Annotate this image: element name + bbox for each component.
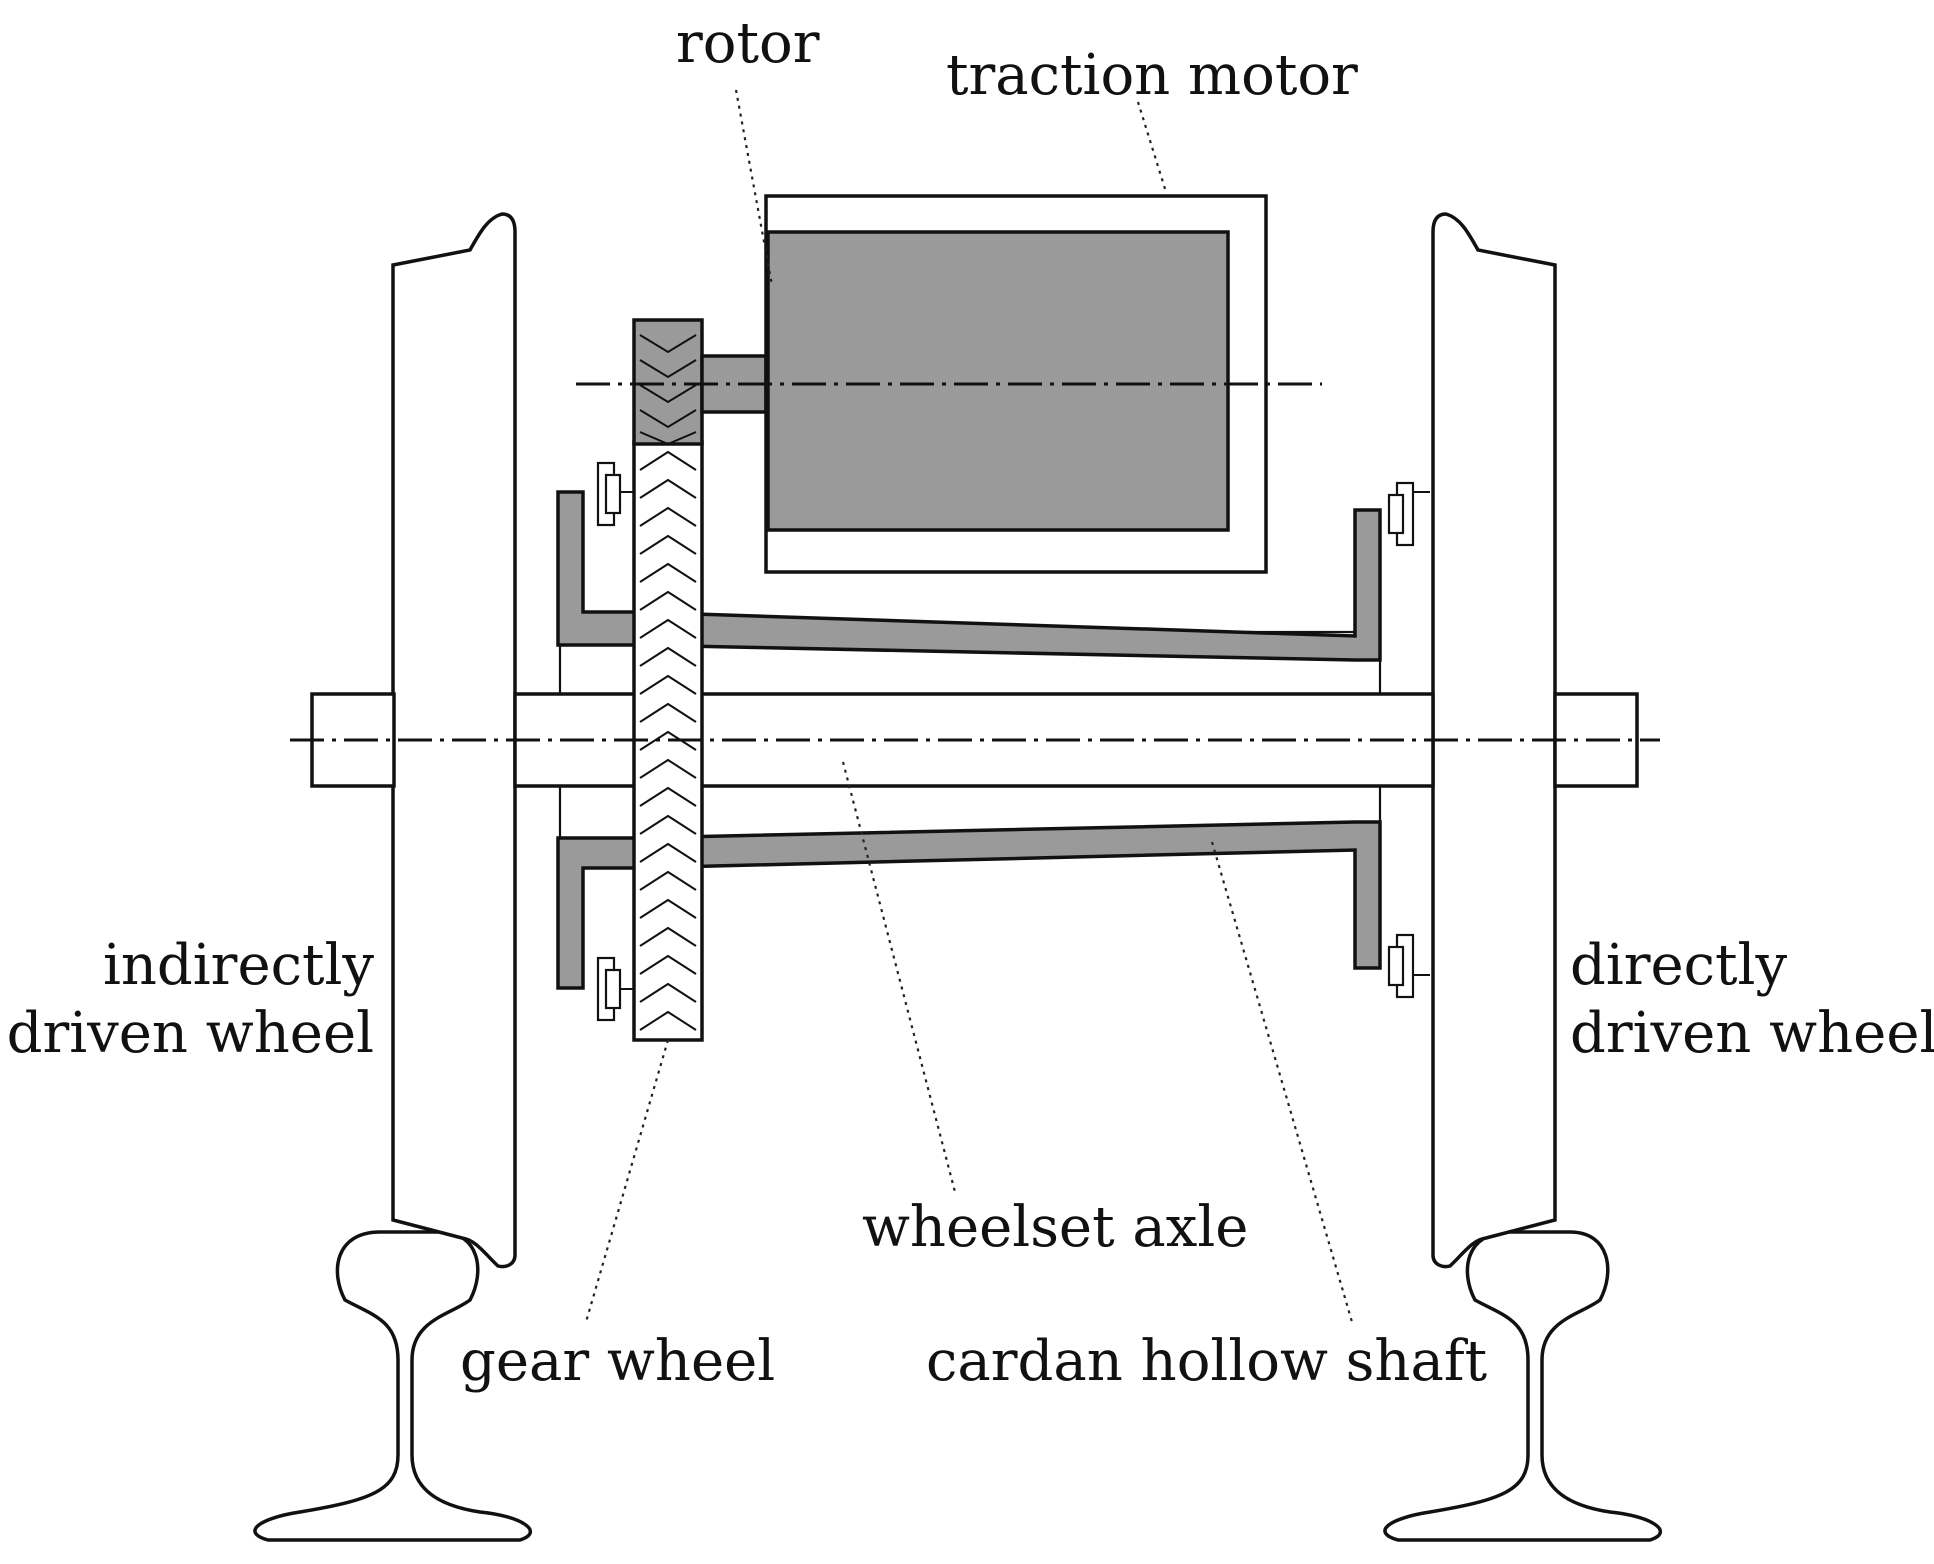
label-indirectly-driven-wheel-line1: indirectly [103, 933, 374, 998]
label-gear-wheel: gear wheel [460, 1329, 775, 1394]
gear-tooth [639, 506, 697, 527]
gear-tooth [639, 786, 697, 807]
coupling-elements [596, 461, 1430, 1022]
gear-tooth [639, 814, 697, 835]
coupling-element [1387, 481, 1430, 547]
label-indirectly-driven-wheel-line2: driven wheel [7, 1001, 374, 1066]
gear-tooth [639, 758, 697, 779]
gear-teeth [639, 450, 697, 1031]
label-directly-driven-wheel-line2: driven wheel [1570, 1001, 1934, 1066]
gear-tooth [639, 842, 697, 863]
gear-tooth [639, 954, 697, 975]
gear-tooth [639, 702, 697, 723]
coupling-element [596, 461, 636, 527]
label-cardan-hollow-shaft: cardan hollow shaft [926, 1329, 1488, 1394]
label-rotor: rotor [676, 11, 820, 76]
coupling-element [1387, 933, 1430, 999]
left-rail [253, 1230, 533, 1542]
coupling-element [596, 956, 636, 1022]
leader-rotor [734, 89, 774, 286]
gear-tooth [639, 562, 697, 583]
gear-tooth [639, 646, 697, 667]
gear-tooth [639, 926, 697, 947]
leader-cardan-hollow-shaft [1210, 841, 1354, 1323]
label-directly-driven-wheel-line1: directly [1570, 933, 1787, 998]
hollow-shaft-lower-wall [556, 820, 1382, 990]
rotor [766, 230, 1230, 532]
gear-tooth [639, 450, 697, 471]
gear-tooth [639, 898, 697, 919]
pinion [632, 318, 704, 446]
gear-tooth [639, 730, 697, 751]
gear-tooth [639, 534, 697, 555]
label-wheelset-axle: wheelset axle [862, 1195, 1248, 1260]
gear-tooth [639, 590, 697, 611]
gear-tooth [639, 870, 697, 891]
leader-traction-motor [1136, 101, 1168, 193]
gear-tooth [639, 478, 697, 499]
right-rail [1383, 1230, 1663, 1542]
leader-gear-wheel [584, 1039, 670, 1323]
gear-tooth [639, 618, 697, 639]
gear-tooth [639, 982, 697, 1003]
leader-wheelset-axle [841, 761, 957, 1193]
gear-tooth [639, 1010, 697, 1031]
label-traction-motor: traction motor [946, 43, 1358, 108]
hollow-shaft-upper-wall [556, 490, 1382, 662]
gear-tooth [639, 674, 697, 695]
